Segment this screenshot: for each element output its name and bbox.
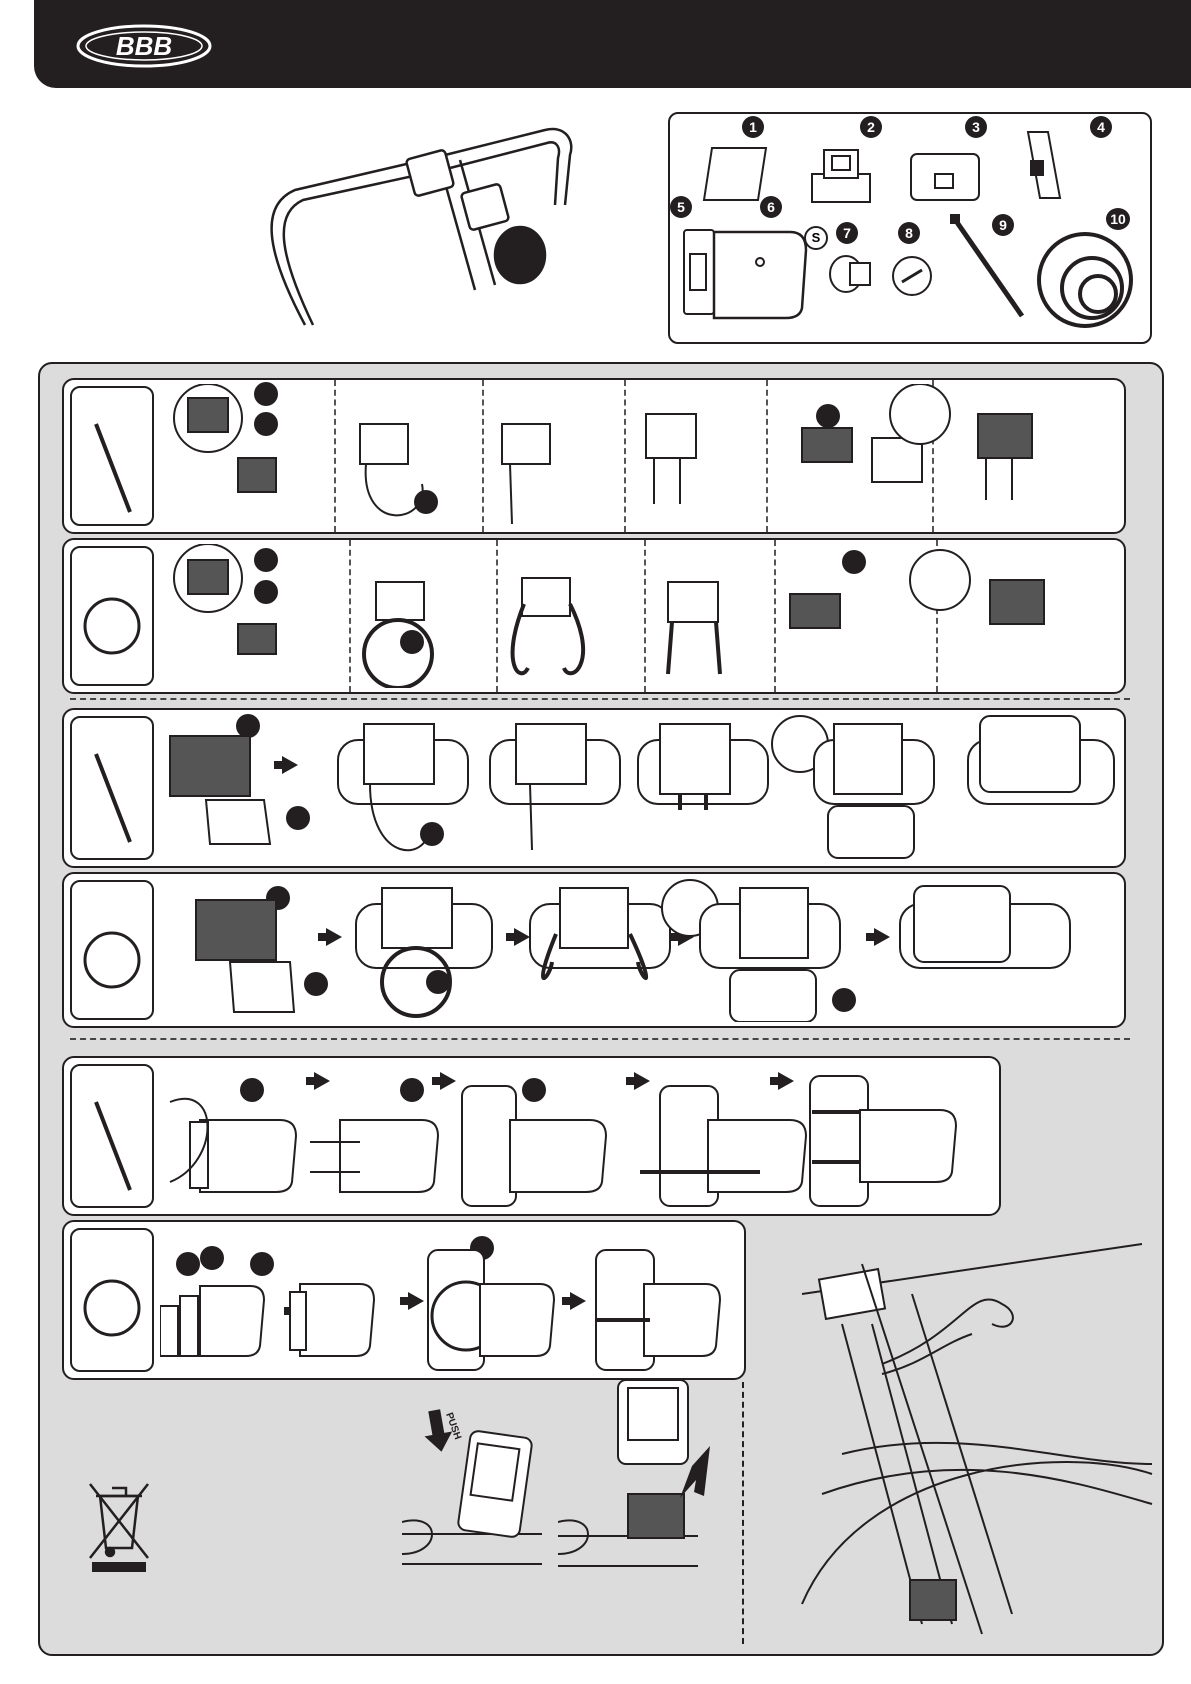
header-bar: BBB (34, 0, 1191, 88)
section-divider (70, 698, 1130, 700)
part-number: 6 (760, 196, 782, 218)
step-row-stem-o-ring (62, 538, 1126, 694)
part-number: 7 (836, 222, 858, 244)
step-row-bar-cable-tie (62, 708, 1126, 868)
method-label (70, 1228, 154, 1372)
o-ring-icon (82, 1268, 142, 1348)
sensor-clip-part (1020, 128, 1075, 203)
handlebar-illustration (265, 110, 645, 360)
instruction-panel: PUSH (38, 362, 1164, 1656)
method-label (70, 546, 154, 686)
cable-tie-part (950, 214, 1030, 324)
sensor-cable-tie-steps-illustration (160, 1062, 995, 1210)
step-row-stem-cable-tie (62, 378, 1126, 534)
step-row-sensor-o-ring (62, 1220, 746, 1380)
stem-mount-steps-illustration (160, 384, 1120, 528)
section-divider (70, 1038, 1130, 1040)
sensor-o-ring-steps-illustration (160, 1226, 740, 1374)
magnet-part (826, 249, 876, 299)
parts-list: 1 2 3 4 5 6 S 7 8 (668, 112, 1152, 344)
method-label (70, 716, 154, 860)
computer-push-illustration: PUSH (402, 1404, 542, 1584)
sensor-s-marker: S (804, 226, 828, 250)
weee-bin-icon (84, 1478, 154, 1574)
spoke-magnet-part (888, 252, 936, 300)
bar-o-ring-steps-illustration (160, 878, 1120, 1022)
bbb-logo: BBB (74, 22, 214, 70)
method-label (70, 386, 154, 526)
step-row-bar-o-ring (62, 872, 1126, 1028)
section-divider (742, 1382, 744, 1644)
part-number: 8 (898, 222, 920, 244)
method-label (70, 1064, 154, 1208)
o-ring-part (1032, 224, 1138, 330)
o-ring-mount-steps-illustration (160, 544, 1120, 688)
bike-fork-sensor-illustration (762, 1204, 1157, 1644)
step-row-sensor-cable-tie (62, 1056, 1001, 1216)
part-number: 5 (670, 196, 692, 218)
speed-sensor-part (710, 222, 810, 322)
part-number: 3 (965, 116, 987, 138)
o-ring-icon (82, 920, 142, 1000)
part-number: 4 (1090, 116, 1112, 138)
part-number: 2 (860, 116, 882, 138)
cable-tie-icon (90, 748, 136, 848)
bracket-with-pad-part (806, 144, 876, 206)
bar-cable-tie-steps-illustration (160, 714, 1120, 862)
cable-tie-icon (90, 418, 136, 518)
part-number: 10 (1106, 208, 1130, 230)
mount-base-part (905, 144, 985, 206)
computer-remove-illustration (558, 1376, 718, 1586)
o-ring-icon (82, 586, 142, 666)
cable-tie-icon (90, 1096, 136, 1196)
part-number: 1 (742, 116, 764, 138)
part-number: 9 (992, 214, 1014, 236)
adhesive-pad-part (700, 144, 770, 204)
method-label (70, 880, 154, 1020)
brand-text: BBB (116, 31, 172, 61)
